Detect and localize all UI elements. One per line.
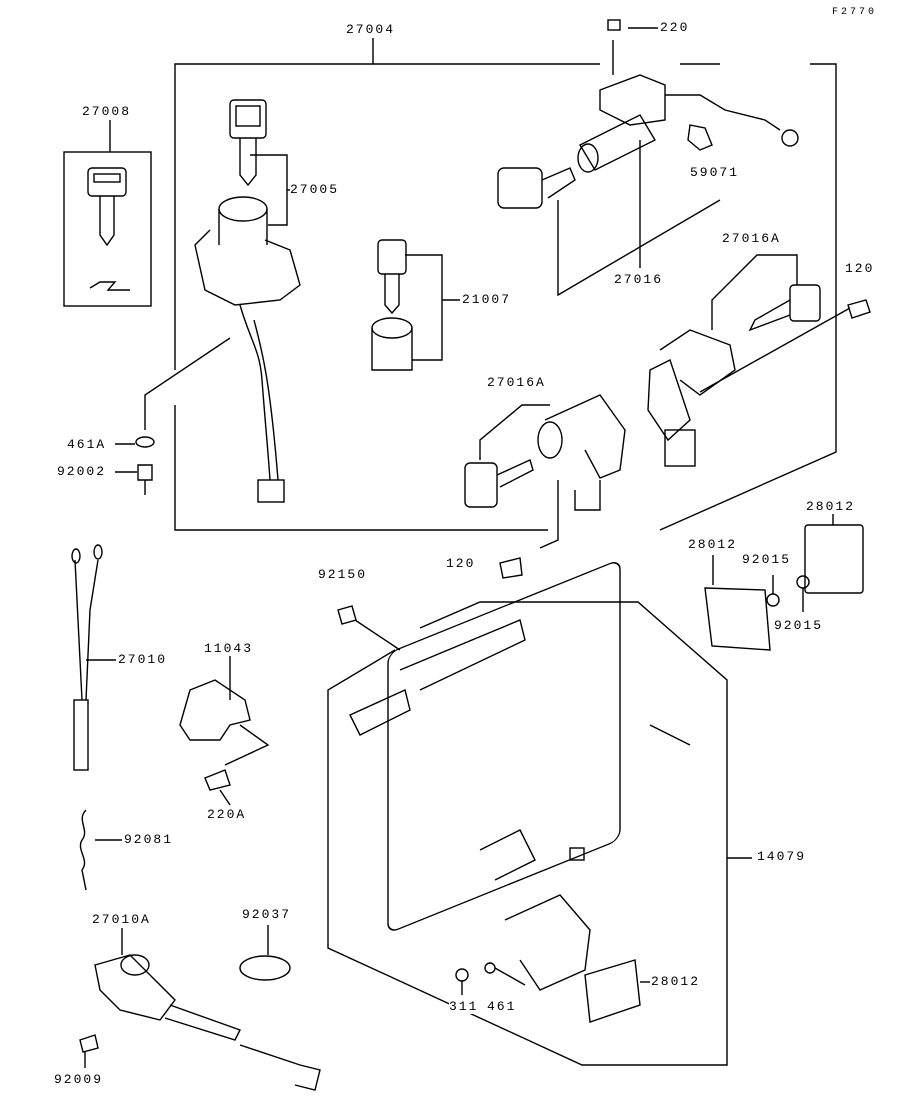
part-label-28012-a: 28012 bbox=[806, 499, 856, 514]
part-label-120-right: 120 bbox=[845, 261, 875, 276]
part-label-59071: 59071 bbox=[690, 165, 740, 180]
part-label-220A: 220A bbox=[207, 807, 247, 822]
reflector-mid bbox=[704, 587, 771, 651]
part-label-92081: 92081 bbox=[124, 832, 174, 847]
part-label-27004: 27004 bbox=[346, 22, 396, 37]
part-label-120-bottom: 120 bbox=[446, 556, 476, 571]
part-label-92037: 92037 bbox=[242, 907, 292, 922]
part-label-27008: 27008 bbox=[82, 104, 132, 119]
part-label-27010: 27010 bbox=[118, 652, 168, 667]
part-label-461: 461 bbox=[487, 999, 517, 1014]
part-label-461A: 461A bbox=[67, 437, 107, 452]
part-label-220: 220 bbox=[660, 20, 690, 35]
license-plate-bracket-drawing bbox=[349, 562, 621, 991]
reflector-bottom bbox=[584, 959, 641, 1023]
neutral-switch-wire-drawing bbox=[71, 544, 103, 771]
part-label-92150: 92150 bbox=[318, 567, 368, 582]
part-label-11043: 11043 bbox=[204, 641, 254, 656]
washer-461A bbox=[135, 436, 155, 448]
part-label-27016: 27016 bbox=[614, 272, 664, 287]
switch-drawing bbox=[94, 954, 321, 1091]
part-label-27005: 27005 bbox=[290, 182, 340, 197]
key-tag-icon bbox=[87, 167, 130, 291]
part-label-28012-c: 28012 bbox=[651, 974, 701, 989]
part-label-27016A-top: 27016A bbox=[722, 231, 781, 246]
part-label-92009: 92009 bbox=[54, 1072, 104, 1087]
helmet-lock-drawing bbox=[647, 284, 821, 467]
lock-cylinder-drawing bbox=[371, 239, 413, 371]
group-outline-27004 bbox=[174, 38, 374, 370]
part-label-92015-a: 92015 bbox=[742, 552, 792, 567]
part-label-27016A-mid: 27016A bbox=[487, 375, 546, 390]
part-label-14079: 14079 bbox=[757, 849, 807, 864]
part-label-27010A: 27010A bbox=[92, 912, 151, 927]
part-label-92002: 92002 bbox=[57, 464, 107, 479]
reflector-top-right bbox=[804, 524, 864, 594]
seat-lock-drawing bbox=[497, 19, 799, 209]
figure-code: F2770 bbox=[832, 6, 878, 20]
ignition-switch-drawing bbox=[194, 99, 301, 503]
group-outline-14079 bbox=[327, 601, 728, 1066]
spring-drawing bbox=[79, 809, 87, 891]
key-tag-box bbox=[63, 151, 152, 307]
part-label-21007: 21007 bbox=[462, 292, 512, 307]
bracket-11043 bbox=[179, 679, 251, 741]
part-label-92015-b: 92015 bbox=[774, 618, 824, 633]
lock-assembly-drawing bbox=[464, 394, 626, 511]
part-label-311: 311 bbox=[449, 999, 479, 1014]
part-label-28012-b: 28012 bbox=[688, 537, 738, 552]
